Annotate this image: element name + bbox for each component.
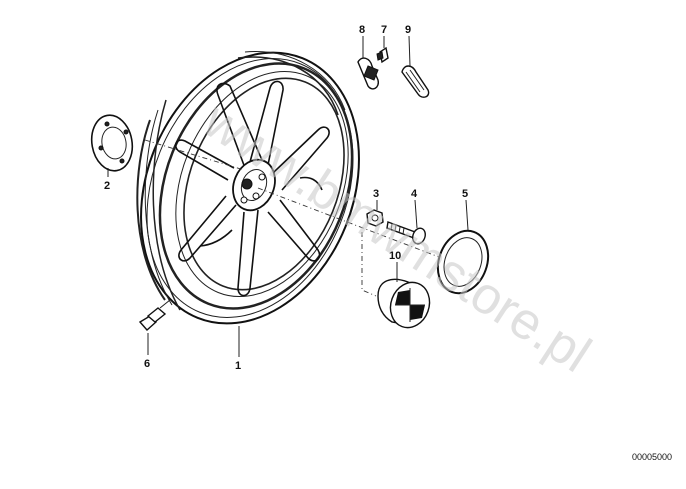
axis-line-left [144, 139, 245, 171]
hub-cap-part [377, 278, 431, 329]
nut-part [366, 209, 384, 227]
callout-3: 3 [373, 188, 379, 200]
callout-1: 1 [235, 360, 241, 372]
callout-8: 8 [359, 24, 365, 36]
wheel-spokes [174, 80, 330, 297]
callout-6: 6 [144, 358, 150, 370]
callout-7: 7 [381, 24, 387, 36]
bolt-part [386, 221, 426, 245]
leader-hubcap [361, 232, 377, 297]
callout-5: 5 [462, 188, 468, 200]
weight-strip-part [401, 65, 430, 98]
callout-4: 4 [411, 188, 418, 200]
leader-lines [107, 35, 469, 357]
wheel-part [136, 51, 360, 325]
callout-9: 9 [405, 24, 411, 36]
clip-part [376, 46, 389, 64]
ring-part [436, 229, 490, 295]
disc-carrier-part [90, 114, 134, 172]
valve-part [138, 299, 171, 331]
balance-weight-part [357, 57, 380, 90]
axis-line-right [257, 187, 461, 266]
callout-10: 10 [389, 250, 401, 262]
callout-2: 2 [104, 180, 110, 192]
drawing-code: 00005000 [632, 452, 672, 462]
